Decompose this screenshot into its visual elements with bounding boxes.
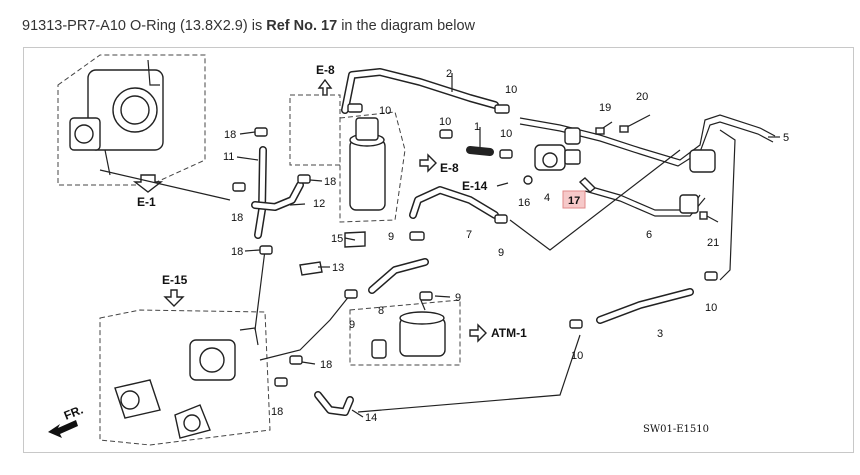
part-description: 91313-PR7-A10 O-Ring (13.8X2.9) bbox=[22, 18, 248, 34]
throttle-body-illustration bbox=[57, 54, 206, 186]
ref-14: 14 bbox=[365, 412, 377, 424]
ref-18-b: 18 bbox=[231, 212, 243, 224]
ref-6: 6 bbox=[646, 229, 652, 241]
ref-15: 15 bbox=[331, 233, 343, 245]
ref-21: 21 bbox=[707, 237, 719, 249]
ref-4: 4 bbox=[544, 192, 550, 204]
section-ref-e8-b: E-8 bbox=[419, 153, 459, 175]
ref-number-labels: 1 2 3 4 5 6 7 8 9 9 9 9 10 10 10 10 10 1… bbox=[223, 68, 789, 424]
ref-10-d: 10 bbox=[500, 128, 512, 140]
ref-11: 11 bbox=[223, 151, 234, 163]
ref-10-f: 10 bbox=[571, 350, 583, 362]
ref-9-c: 9 bbox=[455, 292, 461, 304]
section-label-e1: E-1 bbox=[137, 195, 156, 209]
ref-9-d: 9 bbox=[349, 319, 355, 331]
ref-18-a: 18 bbox=[224, 129, 236, 141]
ref-number-label: Ref No. 17 bbox=[266, 18, 338, 34]
section-label-e8-top: E-8 bbox=[316, 63, 335, 77]
ref-18-d: 18 bbox=[324, 176, 336, 188]
direction-label: FR. bbox=[62, 403, 85, 423]
ref-17-highlight bbox=[562, 190, 586, 209]
ref-20: 20 bbox=[636, 91, 648, 103]
ref-9-b: 9 bbox=[498, 247, 504, 259]
ref-19: 19 bbox=[599, 102, 611, 114]
ref-10-a: 10 bbox=[379, 105, 391, 117]
hose-clamps bbox=[232, 103, 718, 387]
drawing-code: SW01-E1510 bbox=[643, 424, 709, 435]
ref-18-f: 18 bbox=[271, 406, 283, 418]
water-pipes bbox=[519, 114, 776, 217]
ref-2: 2 bbox=[446, 68, 452, 80]
section-label-e8-right: E-8 bbox=[440, 161, 459, 175]
hose-assemblies bbox=[251, 68, 694, 416]
ref-10-e: 10 bbox=[705, 302, 717, 314]
section-label-e15: E-15 bbox=[162, 273, 188, 287]
water-housing-illustration bbox=[99, 309, 271, 446]
ref-1: 1 bbox=[474, 121, 480, 133]
ref-18-c: 18 bbox=[231, 246, 243, 258]
section-ref-e15: E-15 bbox=[162, 273, 188, 307]
connection-lines bbox=[99, 129, 736, 413]
valve-illustration bbox=[349, 299, 461, 366]
ref-7: 7 bbox=[466, 229, 472, 241]
ref-9-a: 9 bbox=[388, 231, 394, 243]
ref-18-e: 18 bbox=[320, 359, 332, 371]
caption-suffix: in the diagram below bbox=[341, 18, 475, 34]
front-direction-indicator: FR. bbox=[48, 403, 85, 438]
detail-box-e8 bbox=[289, 94, 341, 166]
ref-17: 17 bbox=[568, 195, 580, 207]
caption-connector: is bbox=[251, 18, 263, 34]
canister-illustration bbox=[339, 111, 406, 223]
ref-13: 13 bbox=[332, 262, 344, 274]
ref-12: 12 bbox=[313, 198, 325, 210]
section-ref-e1: E-1 bbox=[132, 174, 164, 209]
diagram-caption: 91313-PR7-A10 O-Ring (13.8X2.9) is Ref N… bbox=[22, 18, 475, 34]
section-label-atm1: ATM-1 bbox=[491, 326, 527, 340]
ref-3: 3 bbox=[657, 328, 663, 340]
ref-8: 8 bbox=[378, 305, 384, 317]
ref-10-c: 10 bbox=[505, 84, 517, 96]
ref-10-b: 10 bbox=[439, 116, 451, 128]
section-ref-e14: E-14 bbox=[462, 179, 509, 193]
label-leader-lines bbox=[236, 73, 780, 418]
section-label-e14: E-14 bbox=[462, 179, 488, 193]
ref-16: 16 bbox=[518, 197, 530, 209]
section-ref-e8-a: E-8 bbox=[316, 63, 335, 96]
bolts bbox=[595, 114, 719, 223]
section-ref-atm1: ATM-1 bbox=[469, 323, 527, 343]
ref-5: 5 bbox=[783, 132, 789, 144]
solenoid-assembly bbox=[523, 144, 597, 193]
